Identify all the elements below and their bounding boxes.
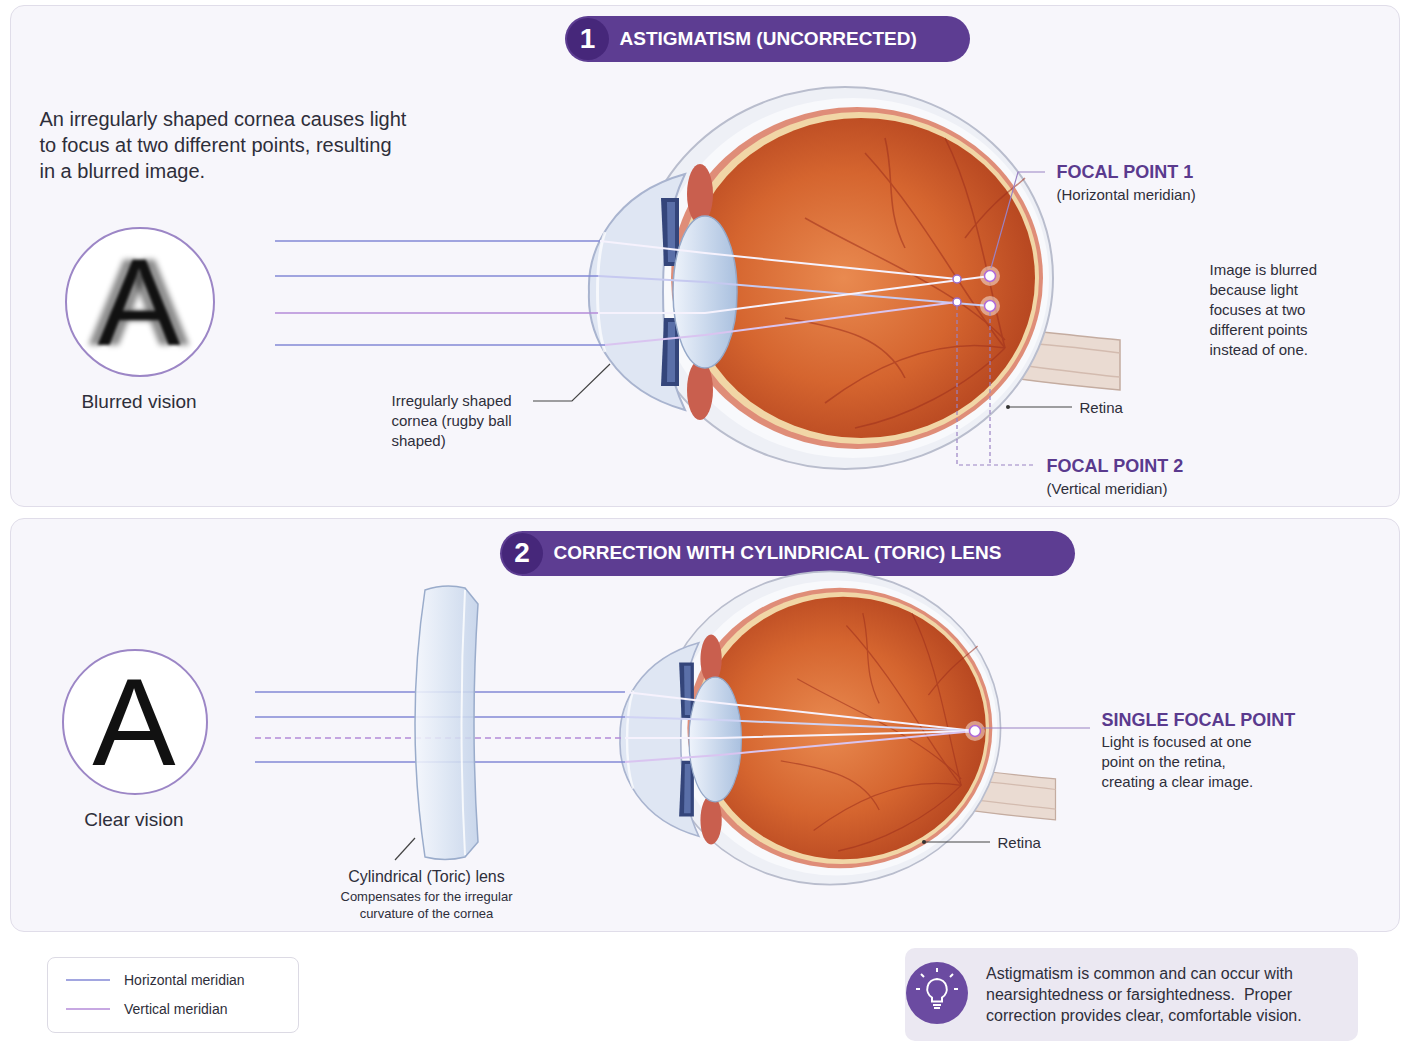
eye-cross-section <box>589 87 1120 469</box>
section-heading: ASTIGMATISM (UNCORRECTED) <box>620 27 965 51</box>
leader-line <box>982 727 1090 728</box>
leader-lines <box>395 728 1090 860</box>
focal-dot <box>953 275 961 283</box>
sample-letter: A <box>67 229 212 374</box>
leader-line <box>991 172 1045 268</box>
ray <box>275 344 605 346</box>
ray <box>255 761 625 763</box>
ray <box>275 312 598 314</box>
leader-line <box>924 841 990 842</box>
callout-label: (Horizontal meridian) <box>1057 185 1277 205</box>
legend-line-sample <box>66 979 110 981</box>
focal-points <box>953 266 1000 316</box>
callout-label: Irregularly shaped cornea (rugby ball sh… <box>392 391 530 451</box>
lens-body <box>415 586 478 860</box>
legend-box <box>47 957 299 1033</box>
section-heading: CORRECTION WITH CYLINDRICAL (TORIC) LENS <box>554 541 1069 565</box>
light-rays <box>255 692 975 762</box>
callout-label: Compensates for the irregular curvature … <box>327 888 527 922</box>
leader-line <box>1008 406 1072 407</box>
number-badge: 1 <box>567 18 609 60</box>
leader-lines <box>533 172 1072 465</box>
callout-label: Cylindrical (Toric) lens <box>327 867 527 887</box>
ray <box>625 717 975 731</box>
light-rays <box>275 241 990 345</box>
ray <box>598 276 990 313</box>
callout-number: 1 <box>567 24 609 54</box>
sample-letter: A <box>64 651 205 792</box>
vision-circle: AClear vision <box>62 649 208 795</box>
toric-lens <box>415 586 478 860</box>
header-pill: ASTIGMATISM (UNCORRECTED) 1 <box>565 16 970 62</box>
tip-text: Astigmatism is common and can occur with… <box>986 963 1336 1026</box>
callout-heading: SINGLE FOCAL POINT <box>1102 709 1322 731</box>
bulb-rays <box>916 968 958 1008</box>
description-text: An irregularly shaped cornea causes ligh… <box>40 106 410 184</box>
legend-label: Horizontal meridian <box>124 971 245 989</box>
glow <box>980 266 1000 286</box>
ray <box>625 731 975 738</box>
leader-line <box>395 838 415 860</box>
bulb <box>927 979 946 1002</box>
focal-dot <box>970 726 981 737</box>
vision-caption: Blurred vision <box>39 390 239 414</box>
ray <box>275 240 600 242</box>
lens-edge <box>462 590 466 855</box>
eye-cross-section <box>620 571 1056 884</box>
callout-label: Light is focused at one point on the ret… <box>1102 732 1282 792</box>
leader-dot <box>1006 405 1010 409</box>
ray <box>605 302 957 345</box>
ray <box>255 716 625 718</box>
focal-dot <box>985 271 996 282</box>
ray <box>598 276 990 306</box>
callout-label: Retina <box>998 833 1078 853</box>
callout-number: 2 <box>502 538 543 568</box>
glow <box>980 296 1000 316</box>
ray <box>275 275 598 277</box>
callout-heading: FOCAL POINT 1 <box>1057 161 1277 183</box>
ray <box>625 692 975 731</box>
ray <box>255 691 625 693</box>
focal-dot <box>953 298 961 306</box>
diagram-panel: An irregularly shaped cornea causes ligh… <box>10 5 1400 507</box>
header-pill: CORRECTION WITH CYLINDRICAL (TORIC) LENS… <box>500 531 1075 576</box>
vision-caption: Clear vision <box>34 808 234 832</box>
leader-line <box>989 312 990 465</box>
legend-line-sample <box>66 1008 110 1010</box>
number-badge: 2 <box>502 533 543 574</box>
vision-circle: ABlurred vision <box>65 227 215 377</box>
leader-line <box>533 364 610 401</box>
glow <box>965 721 985 741</box>
callout-label: Retina <box>1080 398 1160 418</box>
legend-label: Vertical meridian <box>124 1000 228 1018</box>
callout-heading: FOCAL POINT 2 <box>1047 455 1267 477</box>
leader-line <box>957 306 1035 465</box>
callout-label: (Vertical meridian) <box>1047 479 1267 499</box>
lightbulb-icon <box>906 962 968 1024</box>
ray <box>625 731 975 762</box>
focal-dot <box>985 301 996 312</box>
note-text: Image is blurred because light focuses a… <box>1210 260 1338 360</box>
tip-box: Astigmatism is common and can occur with… <box>905 948 1358 1041</box>
ray <box>600 241 957 279</box>
ray <box>255 737 625 739</box>
diagram-panel: Cylindrical (Toric) lensCompensates for … <box>10 518 1400 932</box>
icon-circle <box>906 962 968 1024</box>
leader-dot <box>922 840 926 844</box>
